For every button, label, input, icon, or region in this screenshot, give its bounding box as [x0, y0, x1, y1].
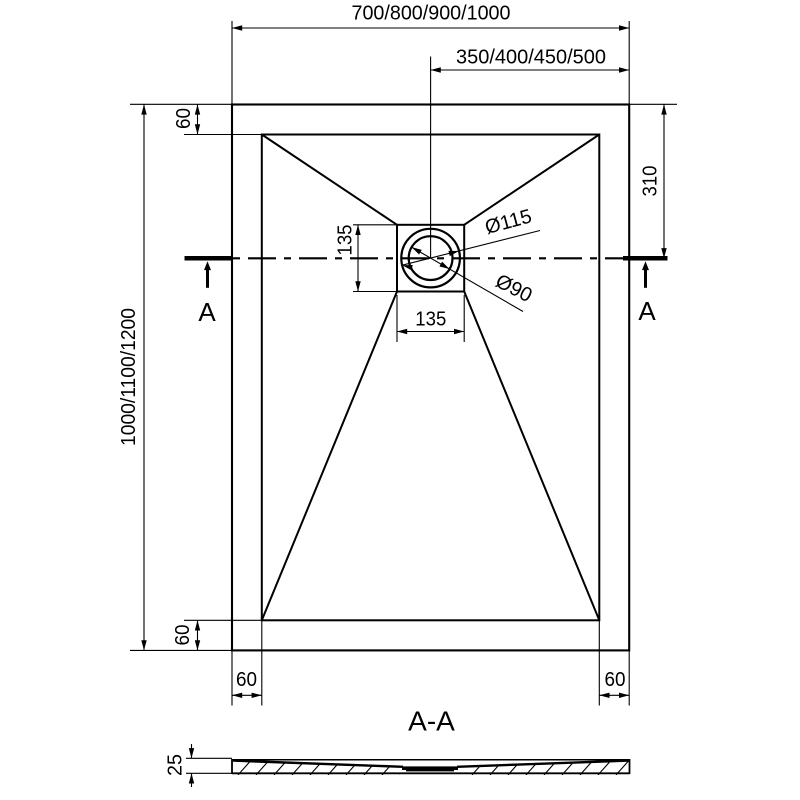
svg-text:350/400/450/500: 350/400/450/500 — [456, 46, 606, 68]
svg-text:A-A: A-A — [408, 706, 455, 737]
svg-text:60: 60 — [605, 669, 626, 691]
svg-text:700/800/900/1000: 700/800/900/1000 — [352, 3, 511, 25]
svg-text:60: 60 — [236, 669, 257, 691]
svg-text:1000/1100/1200: 1000/1100/1200 — [118, 308, 140, 446]
svg-text:A: A — [638, 296, 656, 326]
svg-text:310: 310 — [640, 166, 662, 197]
svg-text:25: 25 — [165, 754, 187, 776]
svg-text:135: 135 — [415, 308, 446, 330]
svg-text:60: 60 — [173, 108, 195, 129]
svg-text:60: 60 — [172, 625, 194, 646]
svg-text:A: A — [198, 297, 216, 327]
svg-text:135: 135 — [335, 225, 357, 256]
